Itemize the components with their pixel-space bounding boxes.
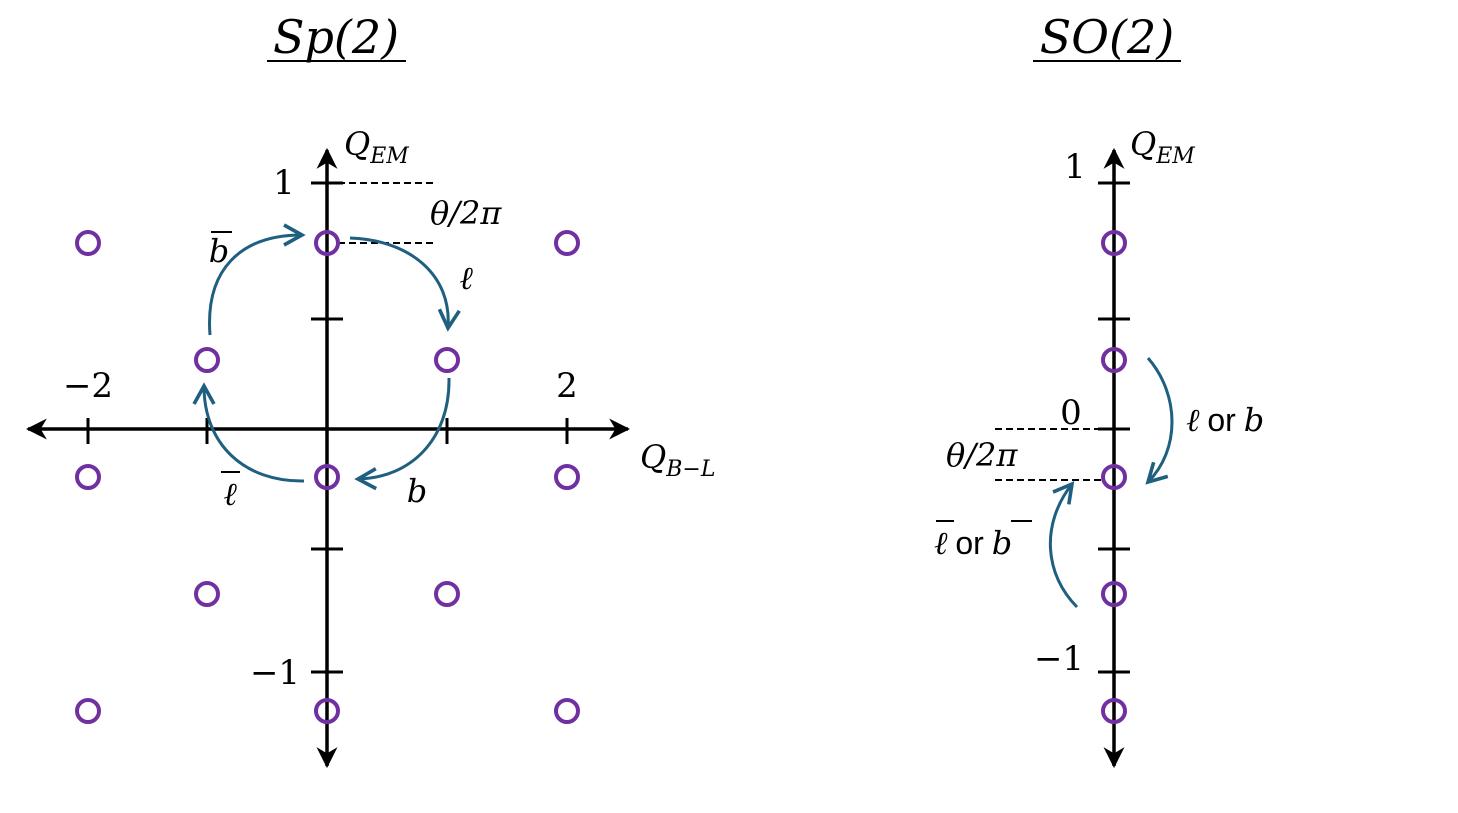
sp2-arrow-label-b-bar: b [209, 232, 229, 270]
arrow-up [1048, 481, 1079, 609]
so2-title: SO(2) [1040, 10, 1174, 64]
so2-y-axis-label: QEM [1130, 125, 1195, 169]
sp2-lattice-points [75, 230, 580, 724]
lattice-point [1101, 698, 1127, 724]
so2-panel: SO(2) 1 0 −1 QEM θ/2π [934, 10, 1264, 769]
so2-y-ticks [1098, 181, 1130, 674]
lattice-point [554, 464, 580, 490]
sp2-arrow-label-b: b [407, 472, 427, 510]
sp2-theta-label: θ/2π [430, 194, 502, 232]
lattice-point [75, 698, 101, 724]
so2-theta-label: θ/2π [946, 436, 1018, 474]
lattice-point [1101, 230, 1127, 256]
lattice-point [75, 230, 101, 256]
lattice-point [314, 230, 340, 256]
sp2-arrows [192, 223, 461, 491]
sp2-arrow-label-ell: ℓ [459, 259, 473, 297]
lattice-point [434, 581, 460, 607]
sp2-tick-x-right: 2 [556, 366, 578, 406]
arrow-ell [349, 236, 461, 332]
sp2-y-ticks [311, 181, 343, 674]
sp2-x-axis-label: QB−L [640, 438, 715, 482]
arrow-ell-bar [192, 382, 305, 483]
sp2-tick-y-top: 1 [273, 163, 295, 203]
so2-tick-zero: 0 [1060, 393, 1082, 433]
lattice-point [554, 230, 580, 256]
lattice-point [314, 698, 340, 724]
lattice-point [194, 581, 220, 607]
arrow-b-bar [208, 223, 306, 336]
arrow-b [354, 377, 451, 491]
so2-tick-bottom: −1 [1034, 639, 1084, 679]
sp2-arrow-label-ell-bar: ℓ [223, 475, 237, 513]
lattice-point [1101, 581, 1127, 607]
lattice-point [434, 347, 460, 373]
arrow-down [1145, 357, 1174, 485]
lattice-point [1101, 347, 1127, 373]
sp2-title: Sp(2) [273, 10, 399, 64]
sp2-tick-x-left: −2 [63, 366, 113, 406]
lattice-point [194, 347, 220, 373]
so2-lattice-points [1101, 230, 1127, 724]
so2-arrows [1048, 357, 1174, 609]
so2-tick-top: 1 [1064, 147, 1086, 187]
sp2-y-axis-label: QEM [344, 125, 409, 169]
sp2-x-ticks [86, 418, 569, 444]
lattice-point [314, 464, 340, 490]
lattice-point [1101, 464, 1127, 490]
sp2-panel: Sp(2) 1 −1 −2 2 QEM Q [25, 10, 715, 769]
lattice-point [75, 464, 101, 490]
lattice-point [554, 698, 580, 724]
sp2-tick-y-bottom: −1 [250, 653, 300, 693]
